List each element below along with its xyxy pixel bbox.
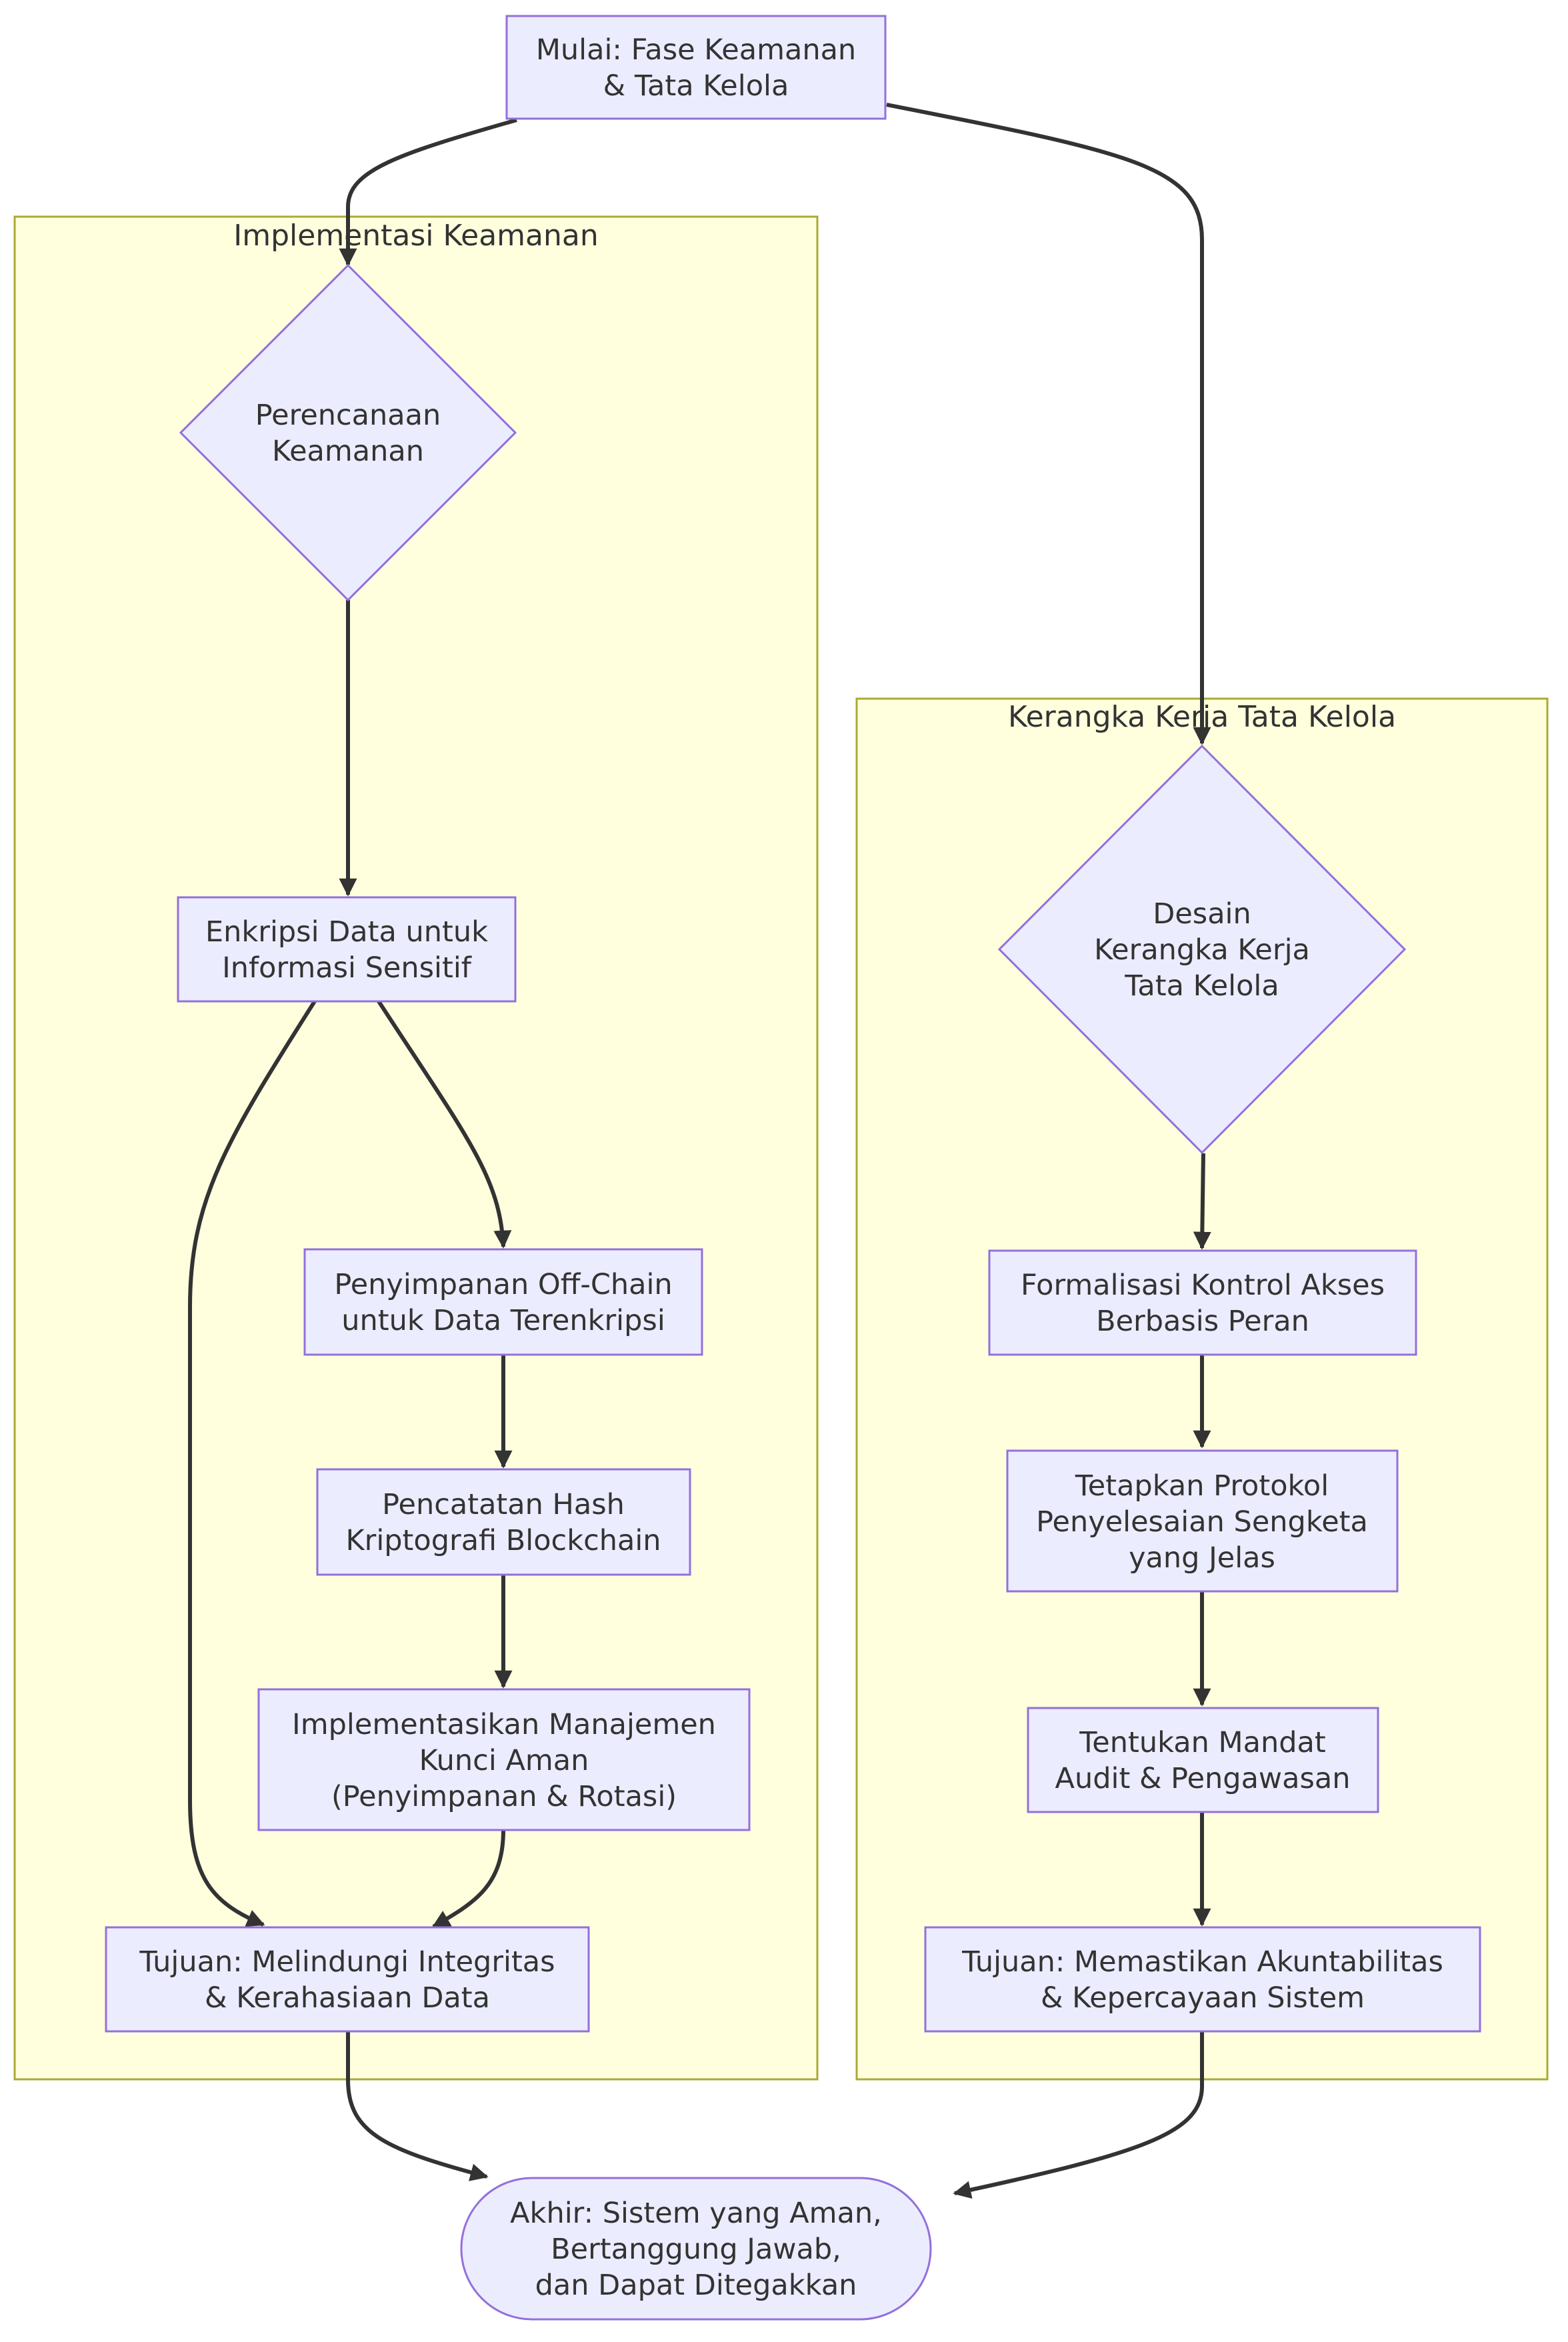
label-line: Tentukan Mandat (1079, 1726, 1325, 1759)
node-end-box (460, 2177, 932, 2321)
node-security-goal[interactable]: Tujuan: Melindungi Integritas& Kerahasia… (105, 1926, 590, 2033)
node-dispute-box (1006, 1449, 1399, 1593)
label-line: Mulai: Fase Keamanan (536, 33, 856, 67)
node-audit-box (1027, 1707, 1379, 1813)
label-line: Implementasikan Manajemen (292, 1708, 716, 1741)
edges (188, 103, 1211, 2199)
node-start-box (505, 15, 887, 120)
node-start[interactable]: Mulai: Fase Keamanan& Tata Kelola (505, 15, 887, 120)
node-start-label: Mulai: Fase Keamanan& Tata Kelola (536, 33, 856, 103)
edge-encryption-to-goal (188, 1000, 317, 1927)
node-hash-box (316, 1468, 691, 1576)
edge-security-goal-to-end (346, 2031, 489, 2181)
edge-design-to-rbac (1193, 1153, 1211, 1250)
label-line: Berbasis Peran (1096, 1305, 1309, 1338)
label-line: (Penyimpanan & Rotasi) (331, 1780, 677, 1813)
label-line: yang Jelas (1129, 1541, 1275, 1575)
label-line: Bertanggung Jawab, (551, 2233, 841, 2266)
label-line: Penyimpanan Off-Chain (334, 1268, 672, 1301)
label-line: Perencanaan (255, 399, 441, 432)
label-line: Audit & Pengawasan (1055, 1762, 1351, 1795)
label-line: & Kepercayaan Sistem (1041, 1981, 1365, 2015)
node-end[interactable]: Akhir: Sistem yang Aman,Bertanggung Jawa… (460, 2177, 932, 2321)
label-line: Desain (1153, 897, 1251, 931)
edge-start-to-design (886, 103, 1211, 745)
cluster-security-title: Implementasi Keamanan (233, 219, 599, 253)
edge-start-to-planning (339, 118, 517, 267)
node-planning-diamond (179, 263, 517, 602)
label-line: Formalisasi Kontrol Akses (1021, 1269, 1385, 1302)
label-line: Tujuan: Melindungi Integritas (139, 1945, 555, 1979)
label-line: Penyelesaian Sengketa (1036, 1505, 1368, 1539)
label-line: Akhir: Sistem yang Aman, (510, 2197, 882, 2230)
label-line: Tata Kelola (1124, 969, 1279, 1003)
edge-governance-goal-to-end (953, 2031, 1204, 2199)
label-line: Enkripsi Data untuk (205, 915, 488, 949)
node-keymgmt-box (257, 1688, 751, 1831)
label-line: Kerangka Kerja (1094, 933, 1310, 967)
label-line: & Tata Kelola (603, 69, 789, 103)
node-rbac-box (988, 1249, 1417, 1356)
node-encryption-box (177, 896, 517, 1003)
node-governance-goal-box (924, 1926, 1481, 2033)
node-end-label: Akhir: Sistem yang Aman,Bertanggung Jawa… (510, 2197, 882, 2302)
node-offchain-box (303, 1248, 703, 1356)
node-security-goal-box (105, 1926, 590, 2033)
label-line: Pencatatan Hash (382, 1488, 625, 1521)
label-line: untuk Data Terenkripsi (341, 1304, 665, 1337)
label-line: Kunci Aman (419, 1744, 589, 1777)
node-governance-goal-label: Tujuan: Memastikan Akuntabilitas& Keperc… (961, 1945, 1443, 2015)
label-line: & Kerahasiaan Data (205, 1981, 490, 2015)
label-line: Informasi Sensitif (222, 951, 472, 985)
edge-keymgmt-to-goal (431, 1829, 505, 1929)
node-design-diamond (997, 744, 1407, 1155)
label-line: Keamanan (272, 435, 424, 468)
label-line: dan Dapat Ditegakkan (535, 2269, 857, 2302)
label-line: Tujuan: Memastikan Akuntabilitas (961, 1945, 1443, 1979)
edge-encryption-to-offchain (377, 1000, 512, 1249)
node-security-goal-label: Tujuan: Melindungi Integritas& Kerahasia… (139, 1945, 555, 2015)
label-line: Tetapkan Protokol (1075, 1469, 1329, 1503)
label-line: Kriptografi Blockchain (345, 1524, 661, 1557)
node-governance-goal[interactable]: Tujuan: Memastikan Akuntabilitas& Keperc… (924, 1926, 1481, 2033)
